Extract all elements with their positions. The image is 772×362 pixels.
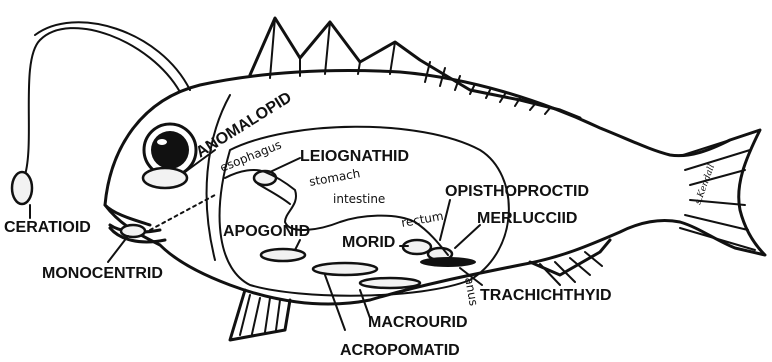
label-apogonid: APOGONID <box>223 223 310 240</box>
label-opisthoproctid: OPISTHOPROCTID <box>445 183 589 200</box>
anomalopid-organ <box>143 168 187 188</box>
label-leiognathid: LEIOGNATHID <box>300 148 409 165</box>
label-intestine: intestine <box>333 192 385 206</box>
dorsal-fin <box>250 18 580 118</box>
label-macrourid: MACROURID <box>368 314 468 331</box>
label-acropomatid: ACROPOMATID <box>340 342 460 359</box>
macrourid-organ <box>360 278 420 288</box>
label-ceratioid: CERATIOID <box>4 219 91 236</box>
label-monocentrid: MONOCENTRID <box>42 265 163 282</box>
apogonid-organ <box>261 249 305 261</box>
tail-fin <box>680 132 755 250</box>
artist-signature: s.Kendall <box>693 163 717 206</box>
label-stomach: stomach <box>308 166 361 189</box>
fish-body <box>105 71 765 305</box>
trachichthyid-organ <box>420 257 476 267</box>
label-morid: MORID <box>342 234 395 251</box>
acropomatid-organ <box>313 263 377 275</box>
label-merlucciid: MERLUCCIID <box>477 210 577 227</box>
monocentrid-organ <box>121 225 145 237</box>
label-trachichthyid: TRACHICHTHYID <box>480 287 612 304</box>
leiognathid-organ <box>254 171 276 185</box>
